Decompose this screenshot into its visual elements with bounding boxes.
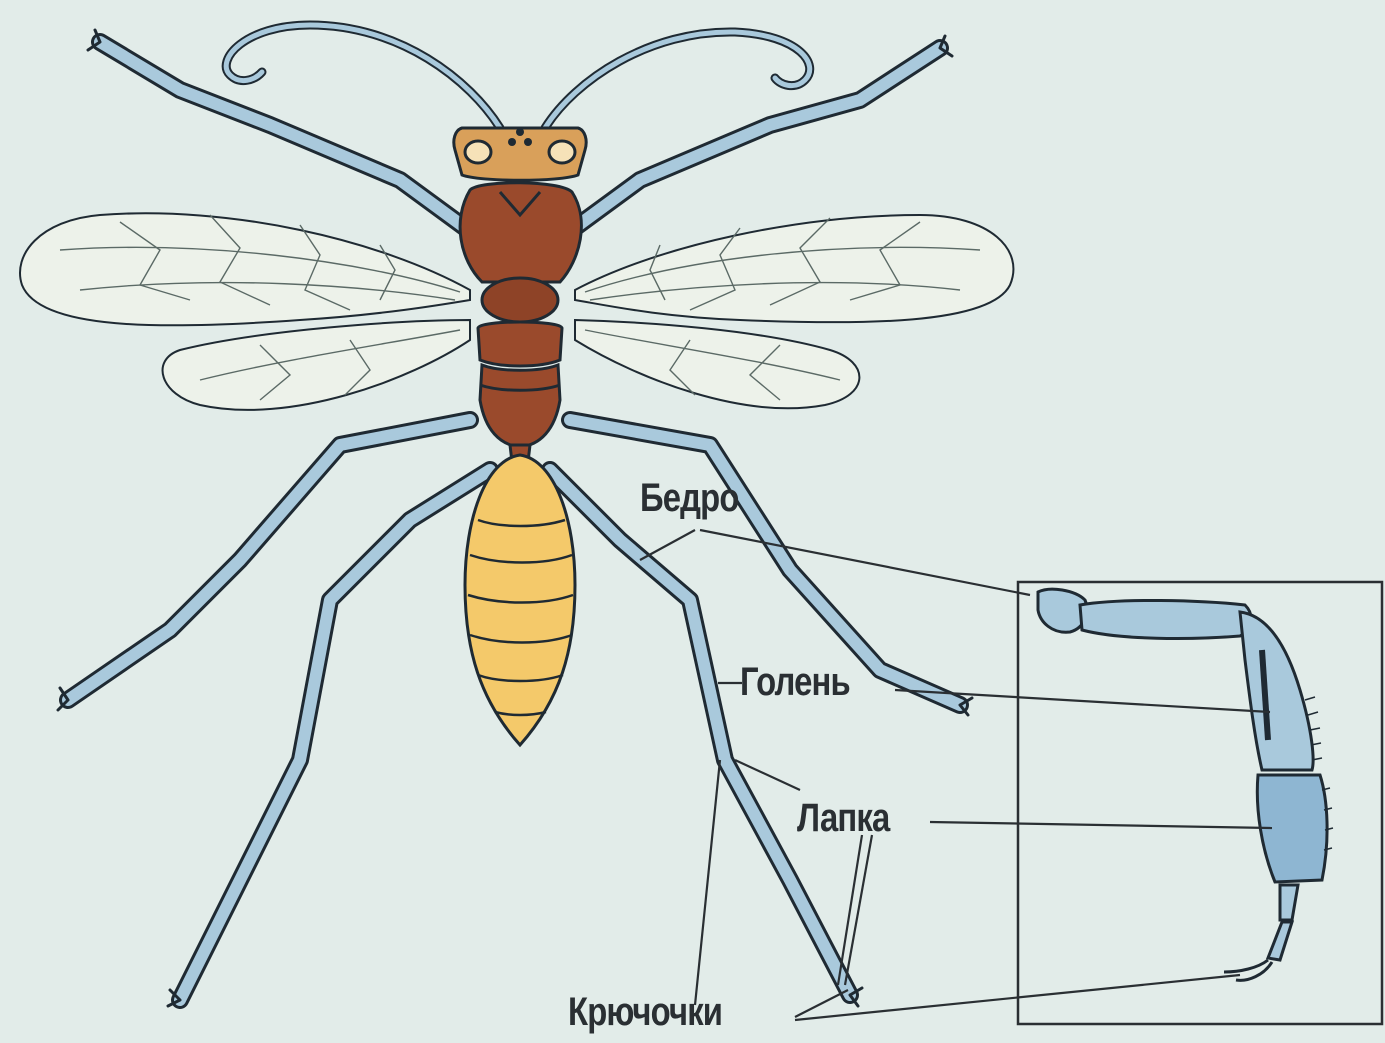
right-hindwing [575, 320, 859, 408]
label-femur: Бедро [640, 478, 739, 518]
head [454, 128, 586, 180]
right-forewing [575, 215, 1013, 322]
left-hindwing [163, 320, 470, 410]
leg-detail-illustration [1038, 589, 1333, 980]
label-tarsus: Лапка [797, 798, 889, 838]
thorax [460, 183, 581, 447]
left-forewing [20, 213, 470, 325]
label-tibia: Голень [740, 662, 850, 702]
antennae [226, 25, 810, 128]
label-hooks: Крючочки [568, 992, 722, 1032]
leg-detail-frame [1018, 582, 1382, 1024]
abdomen [465, 455, 575, 745]
